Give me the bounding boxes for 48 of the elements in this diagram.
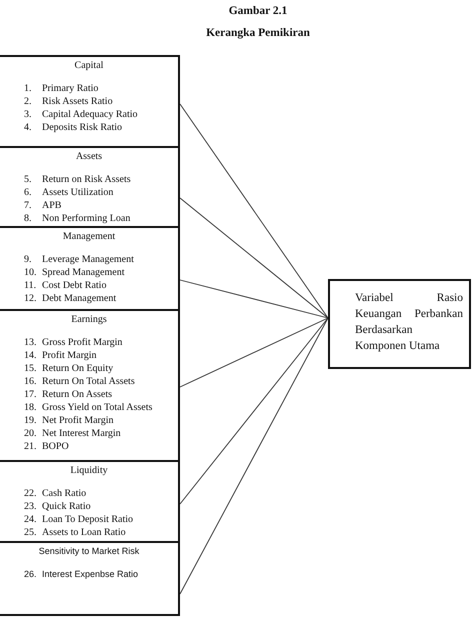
box-heading: Earnings bbox=[71, 313, 107, 326]
list-item: 5. Return on Risk Assets bbox=[24, 173, 131, 186]
list-item: 16. Return On Total Assets bbox=[24, 375, 135, 388]
list-item: 7. APB bbox=[24, 199, 62, 212]
list-item: 25. Assets to Loan Ratio bbox=[24, 526, 126, 539]
list-item: 11. Cost Debt Ratio bbox=[24, 279, 106, 292]
list-item: 20. Net Interest Margin bbox=[24, 427, 121, 440]
category-box bbox=[0, 146, 180, 226]
box-heading: Liquidity bbox=[70, 464, 108, 477]
list-item: 3. Capital Adequacy Ratio bbox=[24, 108, 138, 121]
list-item: 17. Return On Assets bbox=[24, 388, 112, 401]
connector-line bbox=[180, 280, 328, 318]
connector-line bbox=[180, 318, 328, 388]
list-item: 23. Quick Ratio bbox=[24, 500, 91, 513]
box-heading: Assets bbox=[76, 150, 102, 163]
connector-line bbox=[180, 318, 328, 504]
box-heading: Management bbox=[62, 230, 116, 243]
list-item: 26. Interest Expenbse Ratio bbox=[24, 568, 138, 581]
list-item: 19. Net Profit Margin bbox=[24, 414, 114, 427]
list-item: 15. Return On Equity bbox=[24, 362, 114, 375]
list-item: 8. Non Performing Loan bbox=[24, 212, 130, 225]
list-item: 12. Debt Management bbox=[24, 292, 116, 305]
figure-title: Gambar 2.1 bbox=[228, 4, 288, 18]
box-heading: Capital bbox=[74, 59, 104, 72]
category-box bbox=[0, 309, 180, 460]
list-item: 10. Spread Management bbox=[24, 266, 124, 279]
category-box bbox=[0, 541, 180, 616]
list-item: 2. Risk Assets Ratio bbox=[24, 95, 113, 108]
connector-line bbox=[180, 198, 328, 318]
target-box bbox=[328, 279, 471, 369]
figure-subtitle: Kerangka Pemikiran bbox=[206, 26, 310, 40]
connector-line bbox=[180, 104, 328, 318]
box-text: Variabel Rasio Keuangan Perbankan Berdasarkan Komponen Utama bbox=[355, 291, 463, 354]
list-item: 6. Assets Utilization bbox=[24, 186, 114, 199]
list-item: 9. Leverage Management bbox=[24, 253, 134, 266]
list-item: 24. Loan To Deposit Ratio bbox=[24, 513, 134, 526]
category-box bbox=[0, 55, 180, 146]
box-heading: Sensitivity to Market Risk bbox=[38, 545, 140, 558]
connector-line bbox=[180, 318, 328, 594]
list-item: 21. BOPO bbox=[24, 440, 69, 453]
category-box bbox=[0, 460, 180, 541]
list-item: 18. Gross Yield on Total Assets bbox=[24, 401, 152, 414]
list-item: 1. Primary Ratio bbox=[24, 82, 98, 95]
list-item: 14. Profit Margin bbox=[24, 349, 97, 362]
list-item: 22. Cash Ratio bbox=[24, 487, 86, 500]
list-item: 13. Gross Profit Margin bbox=[24, 336, 122, 349]
list-item: 4. Deposits Risk Ratio bbox=[24, 121, 122, 134]
category-box bbox=[0, 226, 180, 309]
